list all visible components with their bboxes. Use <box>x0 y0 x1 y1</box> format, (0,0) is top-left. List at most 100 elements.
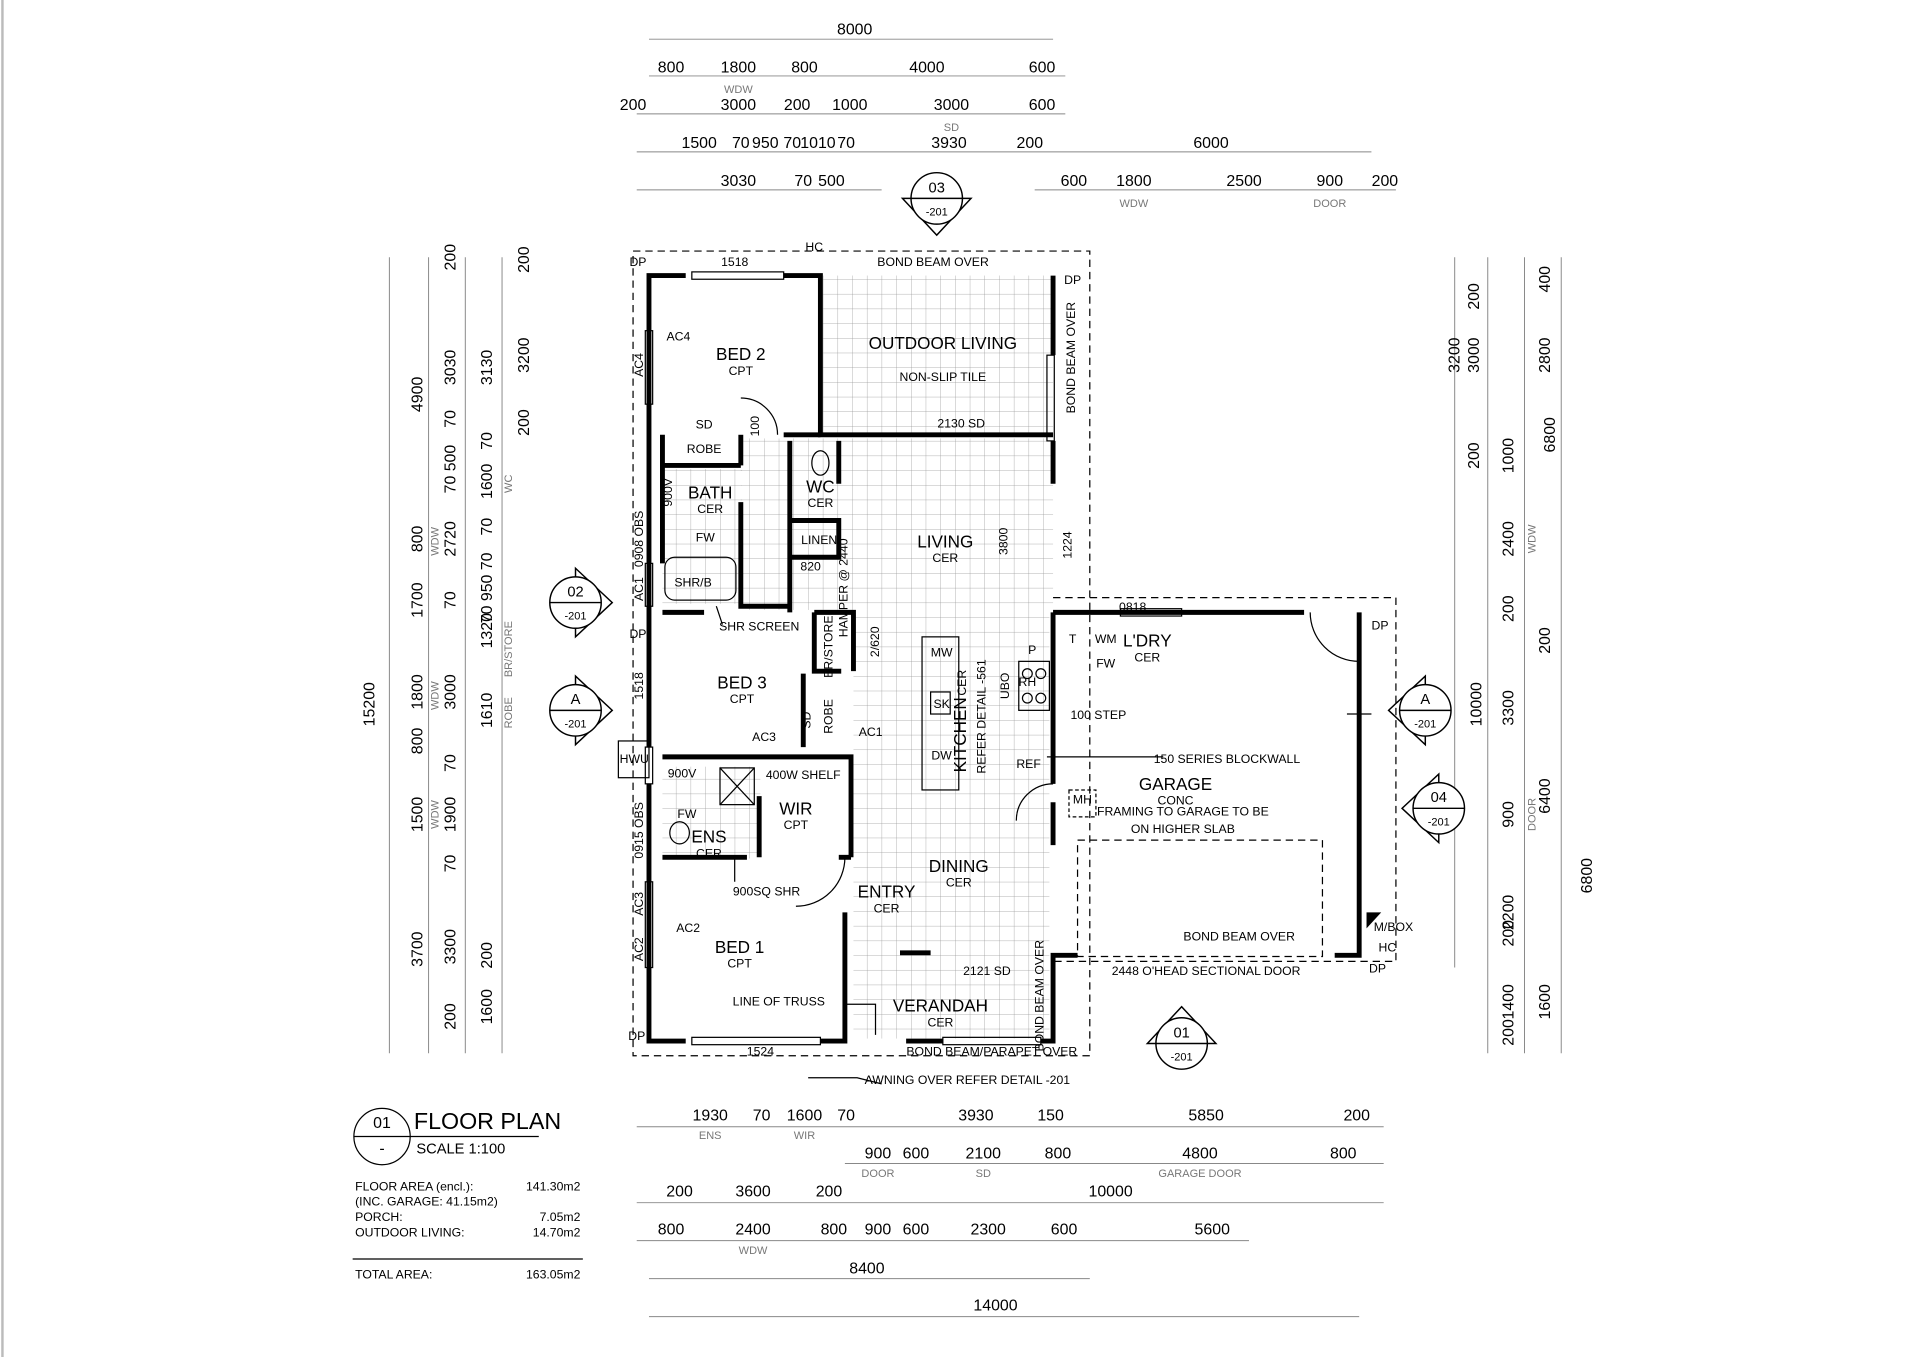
plan-annotation: AWNING OVER REFER DETAIL -201 <box>865 1073 1071 1087</box>
dimension-text: 200 <box>516 409 533 436</box>
plan-annotation: 400W SHELF <box>766 768 841 782</box>
dimension-text: 70 <box>443 591 460 609</box>
plan-annotation: M/BOX <box>1374 920 1413 934</box>
plan-annotation: 150 SERIES BLOCKWALL <box>1154 752 1301 766</box>
plan-annotation: AC2 <box>632 937 646 961</box>
room-name: GARAGE <box>1139 774 1212 794</box>
dimension-text: 3030 <box>443 350 460 386</box>
plan-annotation: 0915 OBS <box>632 802 646 858</box>
room-name: BED 2 <box>716 344 765 364</box>
plan-annotation: BOND BEAM OVER <box>877 255 989 269</box>
plan-annotation: ROBE <box>822 699 836 734</box>
dimension-text: 2300 <box>970 1222 1006 1239</box>
plan-annotation: RH <box>1019 675 1037 689</box>
dimension-text: 200 <box>479 942 496 969</box>
plan-annotation: MH <box>1073 792 1092 806</box>
plan-annotation: FW <box>677 807 696 821</box>
plan-annotation: HC <box>805 240 823 254</box>
dimension-text: 5600 <box>1195 1222 1231 1239</box>
section-marker[interactable]: A-201 <box>549 674 614 747</box>
dimension-text: 800 <box>1330 1146 1357 1163</box>
dimension-text: 5850 <box>1188 1108 1224 1125</box>
room-finish: CPT <box>784 818 809 832</box>
dimension-text: 70 <box>783 135 801 152</box>
dimension-text: 70 <box>479 432 496 450</box>
dimension-text: 4800 <box>1182 1146 1218 1163</box>
dimension-text: 70 <box>794 173 812 190</box>
dimension-text: 600 <box>903 1146 930 1163</box>
area-label: (INC. GARAGE: 41.15m2) <box>355 1195 498 1209</box>
section-marker[interactable]: 01-201 <box>1145 1005 1218 1070</box>
dimension-text: 3000 <box>443 674 460 710</box>
dimension-text: 1900 <box>443 797 460 833</box>
section-marker-sheet: -201 <box>564 718 586 730</box>
section-marker-sheet: -201 <box>1414 718 1436 730</box>
plan-annotation: DP <box>1372 619 1389 633</box>
room-finish: CPT <box>730 692 755 706</box>
dimension-text: 1600 <box>1537 984 1554 1020</box>
plan-annotation: 900V <box>661 477 675 506</box>
plan-annotation: BR/STORE <box>822 615 836 677</box>
dimension-text: 2720 <box>443 521 460 557</box>
dimension-text: 1930 <box>693 1108 729 1125</box>
plan-annotation: 1518 <box>721 255 748 269</box>
plan-annotation: 1524 <box>747 1045 774 1059</box>
section-marker[interactable]: A-201 <box>1387 674 1452 747</box>
dimension-lines <box>388 38 1562 1318</box>
dimension-text: 1400 <box>1500 984 1517 1020</box>
plan-annotation: BOND BEAM OVER <box>1032 940 1046 1052</box>
plan-annotation: T <box>1069 632 1077 646</box>
dimension-text: 10000 <box>1469 682 1486 726</box>
plan-annotation: 820 <box>800 560 821 574</box>
plan-annotation: AC3 <box>632 892 646 916</box>
dimension-text: SD <box>976 1168 991 1180</box>
plan-annotation: ROBE <box>687 442 722 456</box>
dimension-text: 3130 <box>479 350 496 386</box>
dimension-text: 1610 <box>479 692 496 728</box>
plan-annotation: DP <box>629 627 646 641</box>
plan-annotation: DP <box>1064 273 1081 287</box>
plan-annotation: SD <box>696 418 713 432</box>
title-block: 01 - FLOOR PLAN SCALE 1:100 FLOOR AREA (… <box>352 1107 583 1282</box>
dimension-text: 1600 <box>479 989 496 1025</box>
section-marker-sheet: -201 <box>1171 1052 1193 1064</box>
plan-annotation: 100 STEP <box>1070 708 1126 722</box>
dimension-text: 1800 <box>1116 173 1152 190</box>
dimension-text: 200 <box>620 97 647 114</box>
plan-annotation: WM <box>1095 632 1117 646</box>
dimension-text: 1000 <box>1500 438 1517 474</box>
section-marker[interactable]: 04-201 <box>1400 772 1466 845</box>
room-finish: CPT <box>729 364 754 378</box>
room-finish: CER <box>874 901 900 915</box>
dimension-text: 70 <box>443 854 460 872</box>
title-ref-bottom: - <box>379 1141 384 1158</box>
room-name: BED 1 <box>715 937 764 957</box>
dimension-text: 200 <box>784 97 811 114</box>
section-marker[interactable]: 03-201 <box>900 171 973 237</box>
dimension-text: 1010 <box>800 135 836 152</box>
plan-annotation: 2121 SD <box>963 964 1011 978</box>
section-marker[interactable]: 02-201 <box>549 566 614 639</box>
dimension-text: 8400 <box>849 1261 885 1278</box>
dimension-text: 900 <box>1500 801 1517 828</box>
section-marker-sheet: -201 <box>926 207 948 219</box>
plan-annotation: AC3 <box>752 730 776 744</box>
plan-annotation: HAMPER @ 2440 <box>836 538 850 637</box>
dimension-text: BR/STORE <box>503 621 515 677</box>
plan-annotation: FRAMING TO GARAGE TO BE <box>1097 805 1269 819</box>
dimension-text: 200 <box>1500 1019 1517 1046</box>
plan-annotation: DP <box>1369 961 1386 975</box>
dimension-text: 8000 <box>837 21 873 38</box>
dimension-text: 200 <box>443 1003 460 1030</box>
dimension-text: 800 <box>821 1222 848 1239</box>
dimension-text: WDW <box>1527 524 1539 553</box>
plan-annotation: 0818 <box>1119 600 1146 614</box>
plan-annotation: HWU <box>620 752 649 766</box>
dimension-text: WDW <box>1120 198 1149 210</box>
dimension-text: 70 <box>837 135 855 152</box>
